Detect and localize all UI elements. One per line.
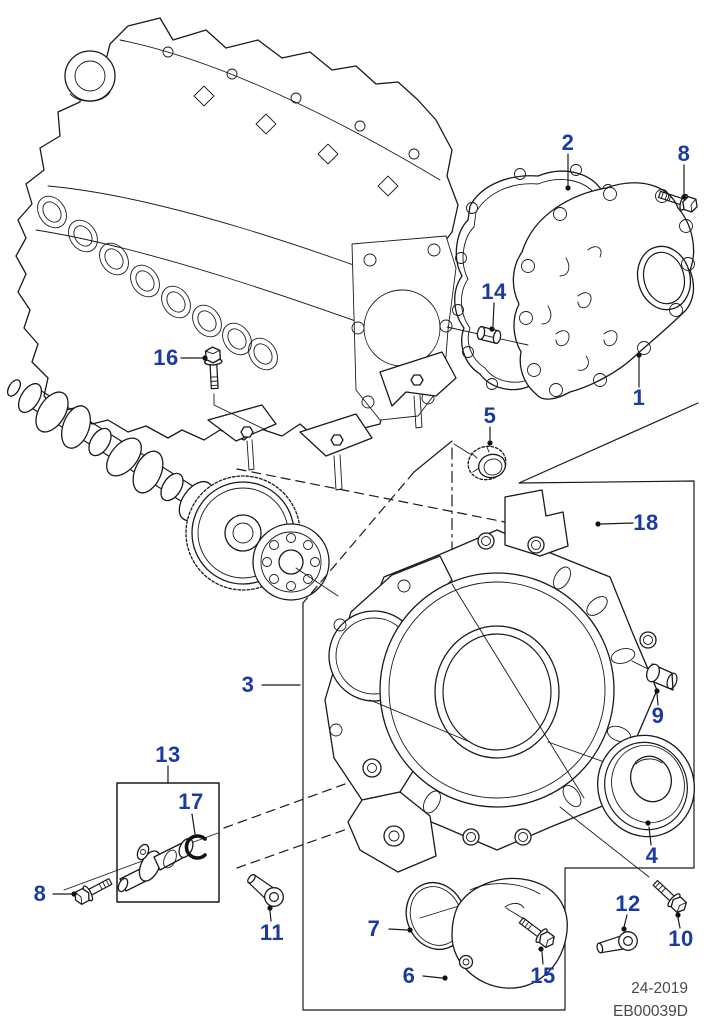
bolt-12 [594,929,640,959]
callout-11: 11 [259,920,285,945]
callout-15: 15 [530,963,556,988]
callout-3: 3 [241,672,255,697]
dowel-14-drawing [446,325,529,346]
callout-4: 4 [645,843,659,868]
callout-18: 18 [633,510,659,535]
leader-lines [52,153,687,981]
callout-16: 16 [153,345,179,370]
camshaft-drawing [6,379,339,601]
mount-bracket-drawing [207,351,457,491]
callout-5: 5 [483,403,497,428]
callout-8-left: 8 [33,881,47,906]
callout-12: 12 [615,891,641,916]
callout-8-top: 8 [677,141,691,166]
group-frame-lines [236,402,699,1011]
bolt-10 [559,806,691,917]
pump-cover-6-drawing [451,877,568,989]
bolt-11 [236,827,351,911]
callout-13: 13 [155,742,181,767]
cap-5-drawing [453,443,507,481]
footer-drawing-code: EB00039D [613,1003,688,1020]
timing-cover-drawing [324,489,658,873]
callout-9: 9 [651,703,665,728]
callout-7: 7 [367,916,381,941]
footer-date-code: 24-2019 [631,980,688,997]
callout-14: 14 [481,279,507,304]
callout-2: 2 [561,130,575,155]
bolt-15 [505,907,559,952]
callout-1: 1 [632,385,646,410]
sensor-13-drawing [63,782,346,903]
bolt-16 [203,345,267,431]
callout-10: 10 [668,926,694,951]
plug-9-drawing [631,660,678,691]
cover-plate-1-drawing [512,182,695,400]
figure-footer: 24-2019 EB00039D [613,977,688,1023]
seal-4-drawing [596,734,696,838]
callout-6: 6 [402,963,416,988]
snap-ring-17 [184,834,207,860]
callout-17: 17 [178,789,204,814]
